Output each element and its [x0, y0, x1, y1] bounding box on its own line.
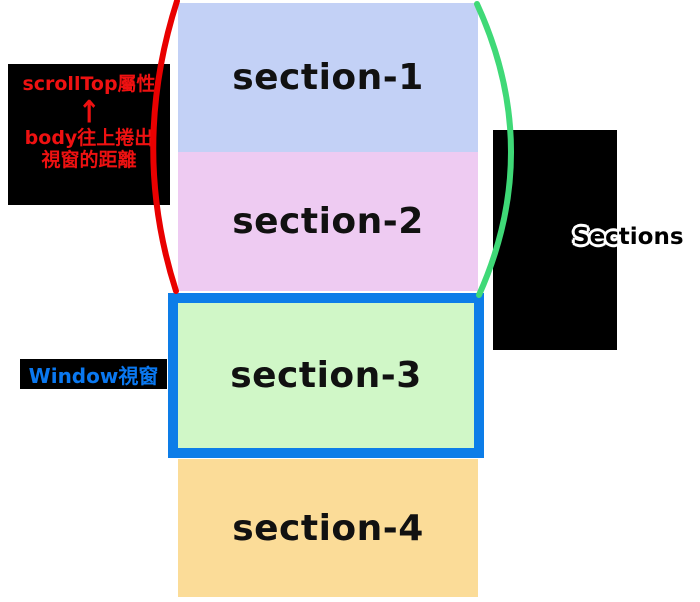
section-1-block: section-1 [178, 3, 478, 152]
scrolltop-annotation-box: scrollTop屬性 ↑ body往上捲出 視窗的距離 [8, 64, 170, 205]
scrolltop-annotation-desc-2: 視窗的距離 [41, 148, 137, 171]
sections-annotation-label: Sections [573, 224, 684, 250]
section-2-block: section-2 [178, 152, 478, 291]
scrolltop-annotation-title: scrollTop屬性 [22, 73, 156, 95]
window-viewport-label: Window視窗 [20, 359, 167, 389]
section-3-label: section-3 [230, 355, 422, 396]
sections-annotation-box: Sections [493, 130, 684, 350]
scrolltop-annotation-desc-1: body往上捲出 [24, 126, 154, 149]
section-3-block: section-3 [178, 303, 474, 448]
section-4-block: section-4 [178, 459, 478, 597]
section-1-label: section-1 [232, 57, 424, 98]
window-viewport-frame: section-3 [168, 293, 484, 458]
section-4-label: section-4 [232, 507, 424, 549]
up-arrow-icon: ↑ [77, 94, 101, 131]
window-viewport-label-text: Window視窗 [28, 363, 159, 388]
section-2-label: section-2 [232, 201, 424, 242]
